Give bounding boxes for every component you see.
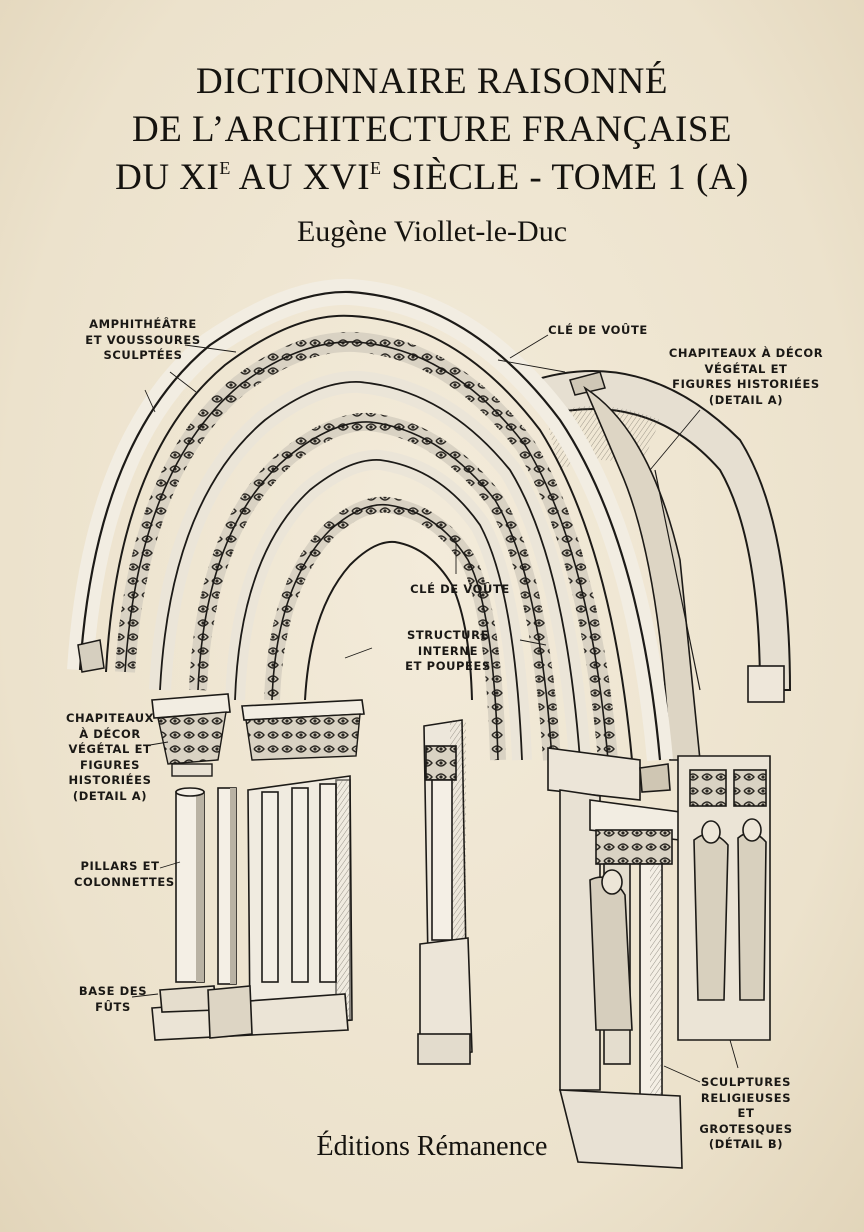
label-sculptures: SCULPTURES RELIGIEUSES ET GROTESQUES (DÉ…	[699, 1075, 793, 1151]
title-line-2: DE L’ARCHITECTURE FRANÇAISE	[131, 109, 733, 150]
label-cle-inner: CLÉ DE VOÛTE	[410, 582, 510, 596]
archivolts	[67, 278, 673, 762]
label-cle-top: CLÉ DE VOÛTE	[548, 323, 648, 337]
statue-panel-right	[677, 755, 771, 1041]
author-name: Eugène Viollet-le-Duc	[296, 215, 568, 248]
title-line-3: DU XIE AU XVIE SIÈCLE - TOME 1 (A)	[115, 157, 749, 198]
label-base: BASE DES FÛTS	[78, 984, 148, 1014]
book-title: DICTIONNAIRE RAISONNÉ DE L’ARCHITECTURE …	[0, 58, 864, 202]
pillars-group	[151, 775, 353, 1041]
jamb-statues	[547, 747, 683, 1169]
leader-lines	[131, 334, 739, 1083]
springer-block	[77, 639, 105, 673]
capital-group	[241, 699, 365, 761]
label-structure: STRUCTURE INTERNE ET POUPÉES	[405, 628, 491, 673]
label-chapiteaux-right: CHAPITEAUX À DÉCOR VÉGÉTAL ET FIGURES HI…	[668, 346, 824, 407]
publisher-name: Éditions Rémanence	[316, 1131, 548, 1162]
label-amphitheatre: AMPHITHÉÂTRE ET VOUSSOURES SCULPTÉES	[85, 317, 201, 362]
label-chapiteaux-left: CHAPITEAUX À DÉCOR VÉGÉTAL ET FIGURES HI…	[66, 711, 155, 803]
label-pillars: PILLARS ET COLONNETTES	[74, 859, 175, 889]
colonnette	[417, 719, 473, 1065]
capital-block-left	[151, 693, 231, 777]
title-line-1: DICTIONNAIRE RAISONNÉ	[196, 61, 668, 102]
